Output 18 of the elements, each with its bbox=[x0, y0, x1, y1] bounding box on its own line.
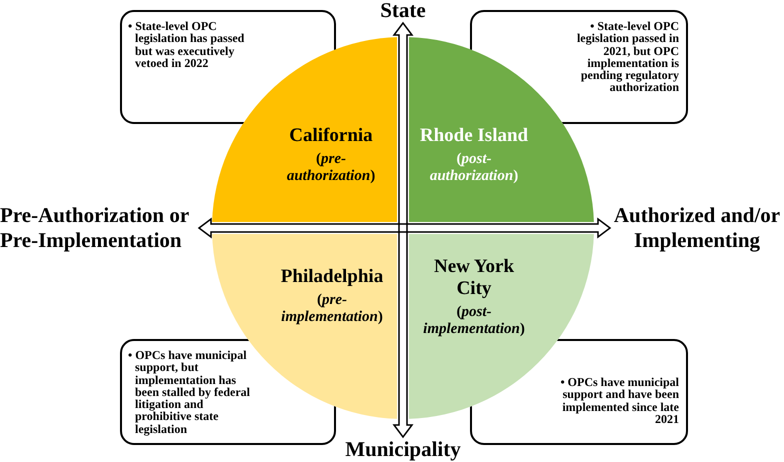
status-note: (post-authorization) bbox=[428, 151, 520, 185]
status-note: (pre-implementation) bbox=[280, 292, 384, 326]
axis-label: Municipality bbox=[345, 437, 461, 462]
axis-label: Pre-Authorization or Pre-Implementation bbox=[0, 203, 199, 253]
callout-text: • State-level OPC legislation passed in 2021, but OPC implementation is pending regulatory authorization bbox=[576, 20, 679, 94]
axis-label: State bbox=[380, 0, 426, 23]
callout-text: • State-level OPC legislation has passed but was executively vetoed in 2022 bbox=[128, 20, 246, 70]
axis-label: Authorized and/or Implementing bbox=[610, 203, 784, 253]
place-name: New York City bbox=[432, 256, 516, 300]
callout-text: • OPCs have municipal support and have been implemented since late 2021 bbox=[559, 376, 679, 426]
double-headed-arrow bbox=[198, 218, 612, 238]
place-name: Philadelphia bbox=[280, 266, 384, 288]
status-note: (post-implementation) bbox=[422, 304, 526, 338]
double-headed-arrow bbox=[392, 22, 414, 438]
callout-text: • OPCs have municipal support, but implementation has been stalled by federal litigation and prohibitive state legislation bbox=[128, 349, 251, 436]
status-note: (pre-authorization) bbox=[286, 151, 376, 185]
place-name: Rhode Island bbox=[418, 125, 530, 147]
place-name: California bbox=[288, 125, 374, 147]
